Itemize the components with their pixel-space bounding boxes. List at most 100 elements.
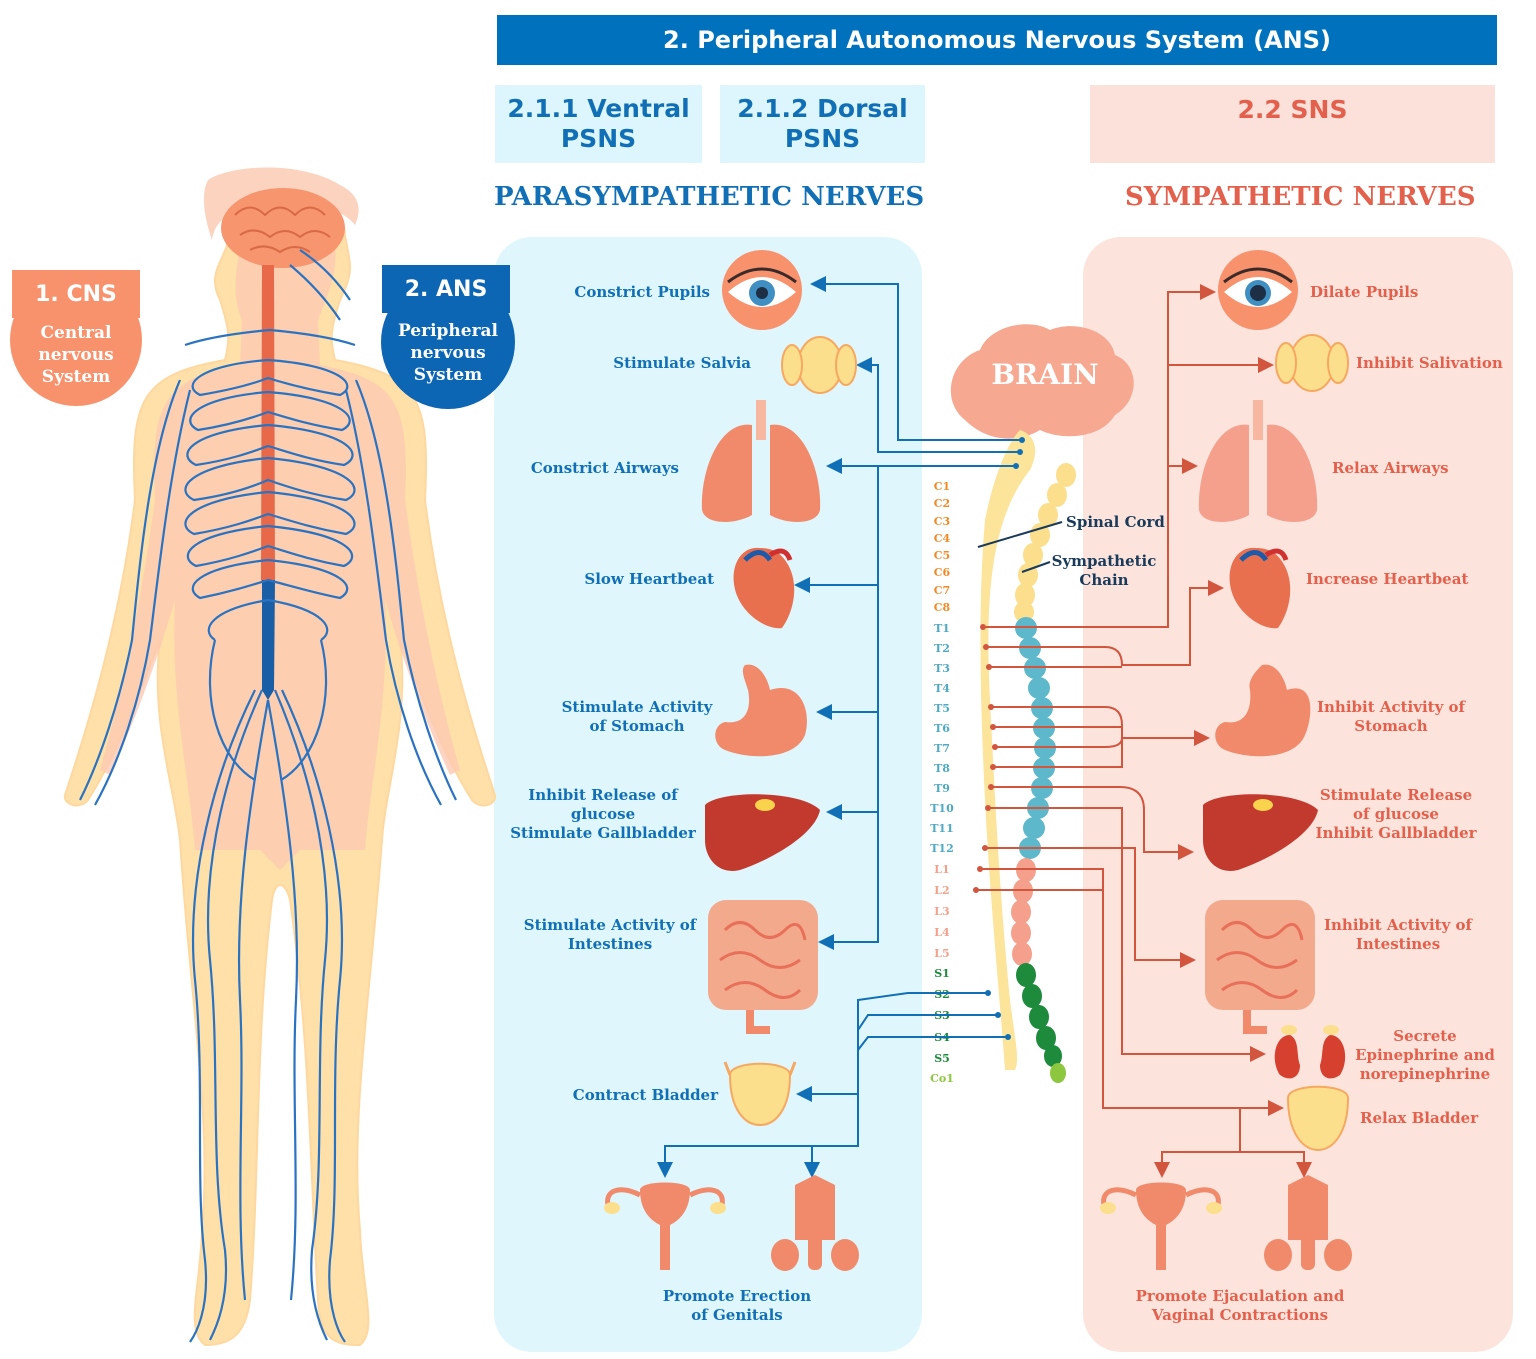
symp-adrenal-label-1: Secrete xyxy=(1393,1027,1456,1045)
cns-desc-line-1: Central xyxy=(41,323,113,343)
vertebra-c5: C5 xyxy=(934,549,950,562)
brain-shape xyxy=(221,188,345,268)
cns-tag: 1. CNS xyxy=(12,270,140,318)
male-reproductive-icon xyxy=(771,1175,859,1271)
vertebra-t1: T1 xyxy=(934,622,950,635)
vertebra-labels: C1 C2 C3 C4 C5 C6 C7 C8 T1 T2 T3 T4 T5 T… xyxy=(930,480,954,1085)
cns-desc-line-2: nervous xyxy=(38,345,113,365)
ans-desc-line-1: Peripheral xyxy=(398,321,499,341)
salivary-gland-icon xyxy=(1275,334,1349,392)
lungs-icon xyxy=(701,400,821,522)
vertebra-c1: C1 xyxy=(934,480,950,493)
cns-desc-line-3: System xyxy=(42,367,110,387)
spinal-cord-graphic xyxy=(980,430,1036,1070)
vertebra-s1: S1 xyxy=(934,967,950,980)
heart-icon xyxy=(1229,547,1291,629)
vertebra-t5: T5 xyxy=(934,702,950,715)
stomach-icon xyxy=(715,664,807,757)
symp-salivation-label: Inhibit Salivation xyxy=(1356,354,1503,372)
female-reproductive-icon xyxy=(604,1182,726,1270)
para-bladder-label: Contract Bladder xyxy=(573,1086,719,1104)
symp-bladder-label: Relax Bladder xyxy=(1360,1109,1479,1127)
vertebra-l1: L1 xyxy=(934,863,949,876)
male-reproductive-icon xyxy=(1264,1175,1352,1271)
vertebra-t6: T6 xyxy=(934,722,950,735)
sympathetic-panel xyxy=(1083,237,1513,1352)
symp-liver-label-3: Inhibit Gallbladder xyxy=(1315,824,1477,842)
female-reproductive-icon xyxy=(1100,1182,1222,1270)
vertebra-c7: C7 xyxy=(934,584,950,597)
para-airways-label: Constrict Airways xyxy=(531,459,679,477)
vertebra-t8: T8 xyxy=(934,762,950,775)
vertebra-l3: L3 xyxy=(934,905,949,918)
sympathetic-nodes xyxy=(973,624,998,893)
body-spinal-cord xyxy=(261,265,275,590)
para-heart-label: Slow Heartbeat xyxy=(584,570,714,588)
symp-liver-label-2: of glucose xyxy=(1353,805,1439,823)
spinal-cord-label: Spinal Cord xyxy=(1066,513,1165,531)
symp-stomach-label-2: Stomach xyxy=(1354,717,1427,735)
vertebra-co1: Co1 xyxy=(930,1072,954,1085)
vertebra-s2: S2 xyxy=(934,988,950,1001)
eye-icon xyxy=(722,250,802,330)
sns-box: 2.2 SNS xyxy=(1090,85,1495,163)
stomach-icon xyxy=(1215,664,1311,757)
para-genitals-label-1: Promote Erection xyxy=(663,1287,811,1305)
vertebra-t9: T9 xyxy=(934,782,950,795)
para-intestines-label-2: Intestines xyxy=(568,935,652,953)
vertebra-c8: C8 xyxy=(934,601,951,614)
symp-heart-label: Increase Heartbeat xyxy=(1306,570,1468,588)
sympathetic-connectors xyxy=(976,284,1312,1178)
ans-tag: 2. ANS xyxy=(382,265,510,313)
sympathetic-chain-pointer xyxy=(1021,561,1051,573)
symp-airways-label: Relax Airways xyxy=(1332,459,1449,477)
vertebra-t11: T11 xyxy=(930,822,954,835)
vertebra-s5: S5 xyxy=(934,1052,950,1065)
para-pupils-label: Constrict Pupils xyxy=(574,283,710,301)
sympathetic-chain-label-2: Chain xyxy=(1079,571,1128,589)
parasympathetic-nodes xyxy=(985,437,1025,1040)
symp-genitals-label-1: Promote Ejaculation and xyxy=(1136,1287,1345,1305)
vertebra-t2: T2 xyxy=(934,642,950,655)
heart-icon xyxy=(733,547,795,629)
para-salivation-label: Stimulate Salvia xyxy=(613,354,751,372)
human-body-figure xyxy=(63,167,497,1347)
para-liver-label-3: Stimulate Gallbladder xyxy=(510,824,697,842)
symp-adrenal-label-2: Epinephrine and xyxy=(1355,1046,1495,1064)
salivary-gland-icon xyxy=(781,336,857,394)
adrenal-kidney-icon xyxy=(1274,1025,1346,1079)
para-genitals-label-2: of Genitals xyxy=(691,1306,782,1324)
symp-genitals-label-2: Vaginal Contractions xyxy=(1151,1306,1328,1324)
main-title-banner: 2. Peripheral Autonomous Nervous System … xyxy=(497,15,1497,65)
ans-desc-line-2: nervous xyxy=(410,343,485,363)
liver-icon xyxy=(705,794,820,871)
vertebra-l5: L5 xyxy=(934,947,949,960)
ventral-psns-box: 2.1.1 Ventral PSNS xyxy=(495,85,702,163)
vertebra-t12: T12 xyxy=(930,842,954,855)
lungs-icon xyxy=(1198,400,1318,522)
vertebra-c4: C4 xyxy=(934,532,951,545)
para-stomach-label-2: of Stomach xyxy=(589,717,684,735)
liver-icon xyxy=(1203,794,1318,871)
vertebra-t10: T10 xyxy=(930,802,954,815)
dorsal-psns-box: 2.1.2 Dorsal PSNS xyxy=(720,85,925,163)
parasympathetic-connectors xyxy=(657,276,1022,1178)
vertebra-l4: L4 xyxy=(934,926,950,939)
vertebra-c2: C2 xyxy=(934,497,950,510)
vertebra-t4: T4 xyxy=(934,682,950,695)
symp-stomach-label-1: Inhibit Activity of xyxy=(1317,698,1467,716)
bladder-icon xyxy=(723,1061,797,1127)
sympathetic-title: SYMPATHETIC NERVES xyxy=(1125,182,1476,212)
sympathetic-chain-label-1: Sympathetic xyxy=(1052,552,1157,570)
parasympathetic-title: PARASYMPATHETIC NERVES xyxy=(494,182,925,212)
brain-label: BRAIN xyxy=(991,358,1098,391)
vertebra-t7: T7 xyxy=(934,742,950,755)
ans-desc-line-3: System xyxy=(414,365,482,385)
para-intestines-label-1: Stimulate Activity of xyxy=(524,916,698,934)
vertebra-t3: T3 xyxy=(934,662,950,675)
vertebra-l2: L2 xyxy=(934,884,949,897)
symp-pupils-label: Dilate Pupils xyxy=(1310,283,1418,301)
symp-intestines-label-1: Inhibit Activity of xyxy=(1324,916,1474,934)
eye-icon xyxy=(1218,250,1298,330)
